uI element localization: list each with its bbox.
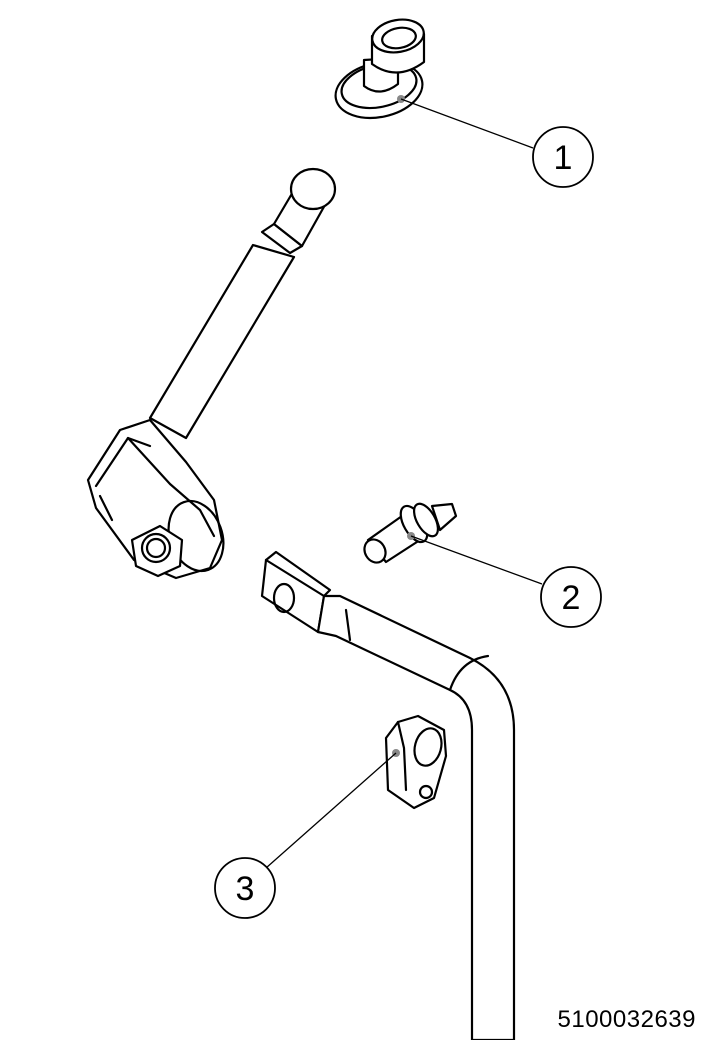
part-clamp bbox=[384, 714, 448, 810]
callout-3: 3 bbox=[214, 857, 276, 919]
leader-line-1 bbox=[400, 98, 534, 149]
leader-line-3 bbox=[265, 752, 397, 869]
document-number: 5100032639 bbox=[557, 1006, 696, 1033]
callout-1: 1 bbox=[532, 126, 594, 188]
leader-line-2 bbox=[410, 535, 543, 585]
callout-label-1: 1 bbox=[554, 139, 573, 177]
part-pin bbox=[363, 502, 458, 564]
callout-label-3: 3 bbox=[236, 870, 255, 908]
callout-2: 2 bbox=[540, 566, 602, 628]
part-lever-arm bbox=[86, 167, 337, 580]
callout-label-2: 2 bbox=[562, 579, 581, 617]
part-frame-tube bbox=[260, 550, 516, 1040]
part-cap-bushing bbox=[334, 18, 426, 120]
